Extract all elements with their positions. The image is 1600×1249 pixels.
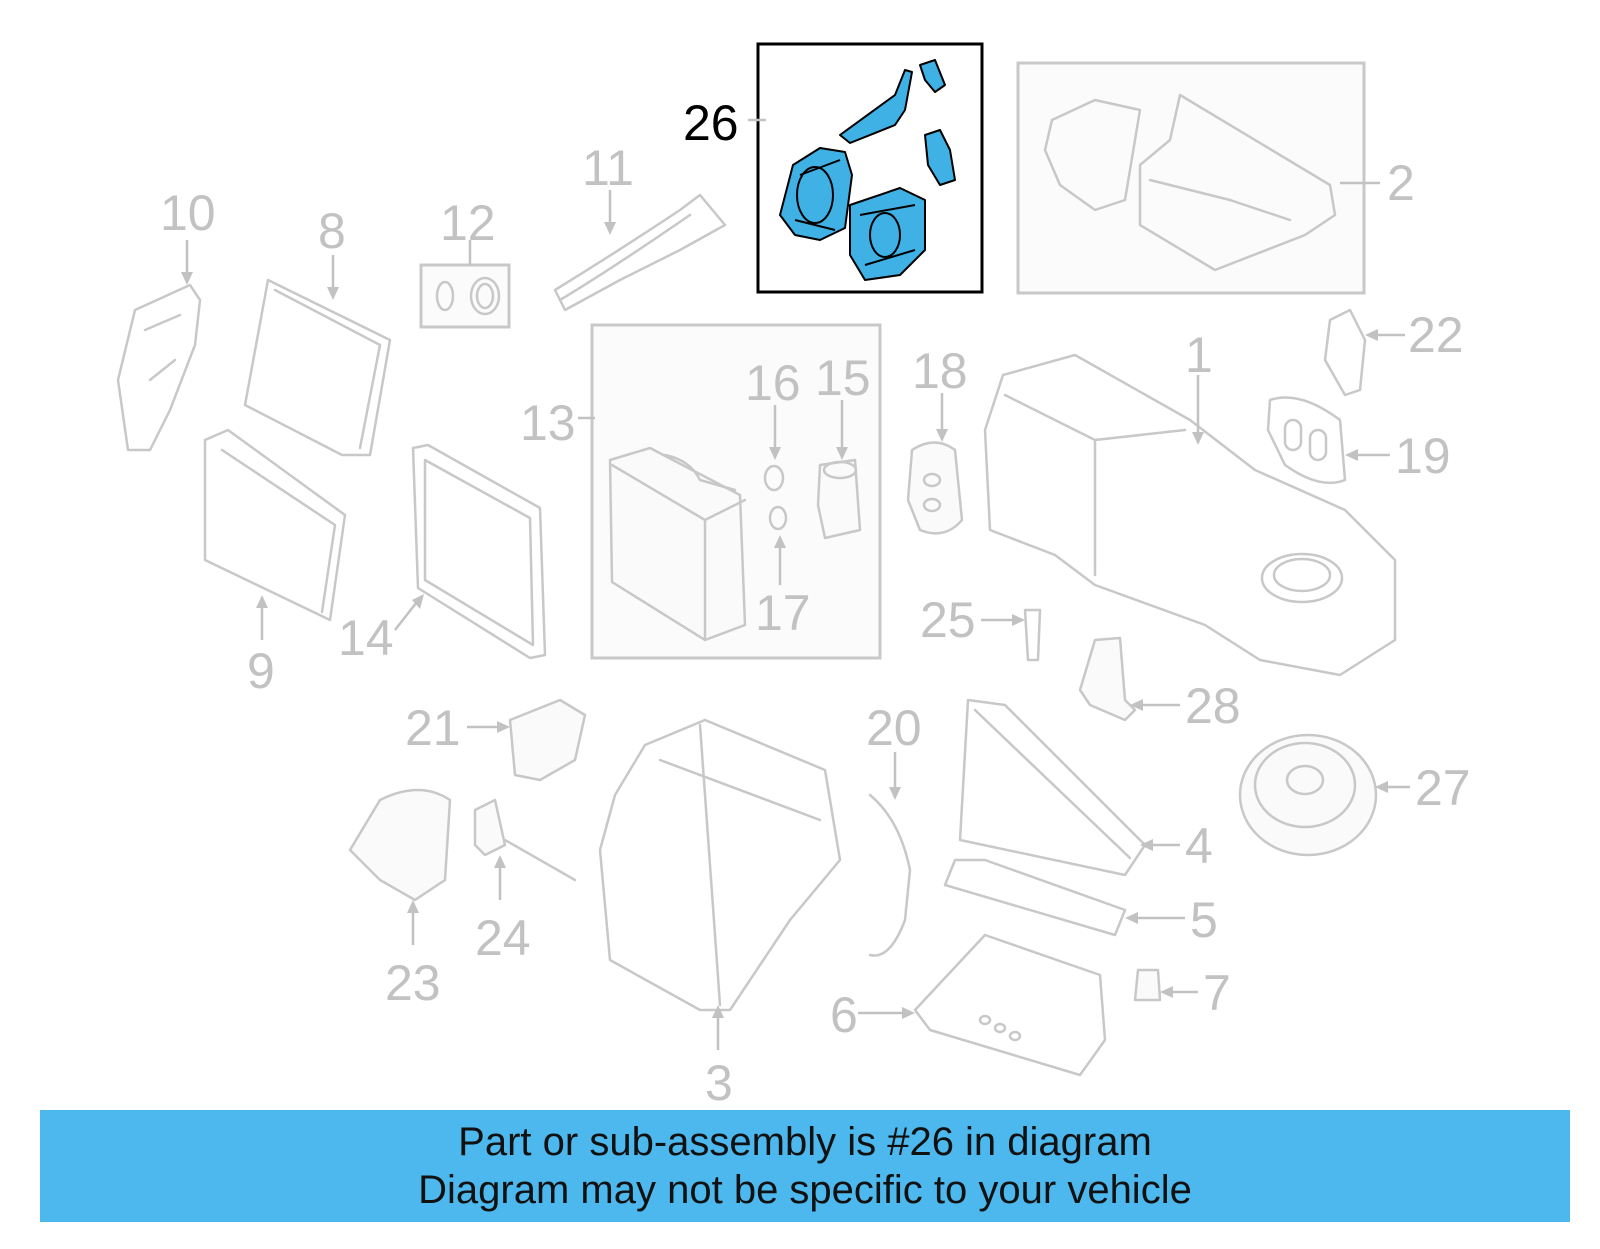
part-11-hose[interactable] [553,193,727,312]
callout-14[interactable]: 14 [338,610,394,666]
callout-17[interactable]: 17 [755,585,811,641]
part-27-blower-motor[interactable] [1238,733,1378,857]
callout-23[interactable]: 23 [385,955,441,1011]
part-24-sensor[interactable] [473,798,577,882]
part-16-o-ring[interactable] [763,464,785,492]
part-7-clip[interactable] [1133,968,1162,1002]
part-13-evaporator[interactable] [608,446,747,642]
callout-25[interactable]: 25 [920,592,976,648]
callout-6[interactable]: 6 [830,987,858,1043]
callout-4[interactable]: 4 [1185,818,1213,874]
part-6-tray[interactable] [913,933,1107,1077]
callout-27[interactable]: 27 [1415,760,1471,816]
callout-3[interactable]: 3 [705,1055,733,1110]
callout-24[interactable]: 24 [475,910,531,966]
callout-7[interactable]: 7 [1203,965,1231,1021]
part-21-actuator[interactable] [508,698,587,782]
part-18-actuator[interactable] [906,441,964,535]
part-1-hvac-housing[interactable] [983,353,1397,677]
part-3-distribution-housing[interactable] [598,718,842,1012]
part-22-clip[interactable] [1323,308,1367,397]
parts-diagram: 26 2 1 22 19 10 8 12 11 13 16 15 17 18 9… [116,42,1471,1110]
callout-15[interactable]: 15 [815,350,871,406]
callout-1[interactable]: 1 [1185,327,1213,383]
part-15-expansion-valve[interactable] [816,458,862,540]
callout-28[interactable]: 28 [1185,678,1241,734]
part-9-heater-core[interactable] [203,428,347,622]
part-20-drain-hose[interactable] [868,793,912,957]
callout-12[interactable]: 12 [440,195,496,251]
callout-26[interactable]: 26 [683,95,739,151]
callout-21[interactable]: 21 [405,700,461,756]
part-25-screw[interactable] [1023,608,1042,662]
callout-10[interactable]: 10 [160,185,216,241]
callout-19[interactable]: 19 [1395,428,1451,484]
part-26-blower-housing[interactable] [779,59,956,281]
callout-18[interactable]: 18 [912,343,968,399]
info-banner: Part or sub-assembly is #26 in diagram D… [40,1110,1570,1222]
callout-20[interactable]: 20 [866,700,922,756]
part-2-case-cover[interactable] [1043,93,1337,272]
banner-line-2: Diagram may not be specific to your vehi… [418,1168,1192,1212]
arrowheads [181,222,1388,1019]
callout-8[interactable]: 8 [318,203,346,259]
callout-2[interactable]: 2 [1387,155,1415,211]
callout-16[interactable]: 16 [745,355,801,411]
part-5-seal[interactable] [943,858,1127,937]
part-17-o-ring[interactable] [768,505,788,531]
callout-13[interactable]: 13 [520,395,576,451]
part-28-resistor[interactable] [1078,636,1137,722]
part-8-cabin-filter[interactable] [243,278,392,457]
callout-22[interactable]: 22 [1408,307,1464,363]
part-10-bracket[interactable] [116,283,202,452]
group-box-12 [419,263,511,329]
callout-labels: 26 2 1 22 19 10 8 12 11 13 16 15 17 18 9… [160,95,1471,1110]
callout-9[interactable]: 9 [247,643,275,699]
part-19-seal[interactable] [1266,396,1347,485]
callout-5[interactable]: 5 [1190,892,1218,948]
part-12-seals[interactable] [435,276,501,316]
part-4-filter[interactable] [958,698,1147,877]
callout-11[interactable]: 11 [582,140,634,196]
banner-line-1: Part or sub-assembly is #26 in diagram [458,1120,1152,1164]
group-box-2 [1016,61,1366,295]
part-23-actuator[interactable] [348,788,452,902]
part-14-filter-frame[interactable] [411,443,547,660]
